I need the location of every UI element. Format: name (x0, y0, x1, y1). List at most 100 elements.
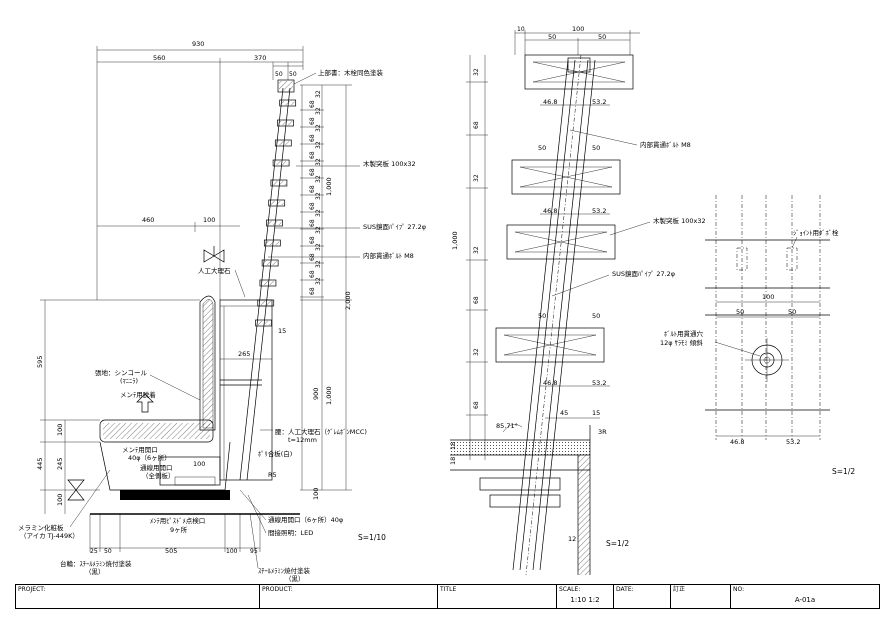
dim-100-r: 100 (312, 488, 320, 500)
dim-505: 505 (165, 547, 177, 555)
no-value: A-01a (794, 596, 816, 604)
mid-top-50b-2: 50 (592, 312, 600, 320)
mid-dim-18a: 18 (449, 457, 457, 465)
title-cell: TITLE (438, 585, 557, 608)
section-tread-3 (506, 224, 616, 260)
bolt-cap (567, 57, 591, 73)
dim-68-1: 68 (309, 100, 316, 108)
dim-460: 460 (142, 216, 154, 224)
project-cell: PROJECT: (16, 585, 260, 608)
ladder-treads (255, 99, 297, 327)
label-inner-bolt: 内部貫通ﾎﾞﾙﾄ M8 (363, 251, 414, 260)
dim-930: 930 (192, 40, 204, 48)
mid-label-12: 12 (568, 535, 576, 543)
tread-hatch-8 (265, 241, 280, 245)
dim-50a: 50 (275, 71, 283, 78)
mid-dim-left-8: 68 (473, 401, 480, 409)
label-maint-hole-sub: 9ヶ所 (170, 525, 188, 534)
label-steel-sub: （黒） (285, 575, 305, 583)
mid-dim-15: 15 (592, 409, 600, 417)
tread-4 (272, 159, 290, 167)
dim-265: 265 (238, 350, 250, 358)
mid-dim-50b: 50 (598, 33, 606, 41)
mid-dim-left-6: 68 (473, 296, 480, 304)
dim-68-11: 68 (309, 270, 316, 278)
tread-5 (270, 179, 288, 187)
label-fabric-sub: (ﾏﾆﾆﾗ) (120, 377, 138, 385)
mid-dim-53-2-3: 53.2 (592, 379, 606, 387)
revision-label: 訂正 (673, 586, 686, 593)
dim-32-7: 32 (315, 192, 322, 200)
mid-dim-53-2-2: 53.2 (592, 207, 606, 215)
tread-hatch-11 (258, 301, 273, 305)
tread-12 (255, 319, 272, 327)
left-elevation-view: 930 560 370 50 50 上部書：木栓同色塗装 68686868686… (18, 40, 426, 583)
right-dim-50b: 50 (788, 308, 796, 316)
tread-3 (274, 139, 292, 147)
scale-value: 1:10 1:2 (570, 596, 600, 604)
label-base-sub: （黒） (85, 568, 105, 576)
dim-32-3: 32 (315, 124, 322, 132)
dim-68-4: 68 (309, 151, 316, 159)
tread-hatch-3 (276, 141, 291, 145)
label-bolt-hole: ﾎﾞﾙﾄ用貫通穴 (664, 329, 704, 338)
product-label: PRODUCT: (262, 586, 293, 593)
bolt-detail-view: ｼﾞｮｲﾝﾄ用ﾀﾞﾎﾞ栓 100 50 50 ﾎﾞﾙﾄ用貫通穴 12φ ｻﾗﾓﾐ… (660, 195, 855, 476)
label-wall-sub: t=12mm (288, 436, 317, 444)
mid-dim-50a: 50 (548, 33, 556, 41)
scale-cell: SCALE: 1:10 1:2 (557, 585, 614, 608)
dim-95: 95 (250, 548, 258, 555)
mid-top-50a-1: 50 (538, 144, 546, 152)
dim-68-6: 68 (309, 185, 316, 193)
mid-top-50b-1: 50 (592, 144, 600, 152)
label-vent-opening: 通線用開口 (140, 463, 173, 472)
tread-hatch-2 (278, 121, 293, 125)
mid-label-wood-tread: 木製突板 100x32 (653, 216, 706, 225)
right-dim-100: 100 (762, 293, 774, 301)
tread-8 (263, 239, 281, 247)
dim-68-12: 68 (309, 287, 316, 295)
dim-445: 445 (36, 458, 44, 470)
scale-left: S=1/10 (358, 533, 386, 542)
project-label: PROJECT: (18, 586, 46, 593)
label-joint-bolt: ｼﾞｮｲﾝﾄ用ﾀﾞﾎﾞ栓 (793, 228, 839, 237)
mid-dim-1000: 1,000 (451, 231, 459, 250)
product-cell: PRODUCT: (260, 585, 438, 608)
dim-595: 595 (36, 356, 44, 368)
right-dim-53-2: 53.2 (786, 438, 800, 446)
dim-32-5: 32 (315, 158, 322, 166)
label-maint-hole: ﾒﾝﾃ用ﾋﾟｽﾄﾞﾒ点検口 (150, 516, 205, 525)
mid-label-inner-bolt: 内部貫通ﾎﾞﾙﾄ M8 (640, 140, 691, 149)
dim-560: 560 (153, 54, 165, 62)
number-cell: NO: A-01a (731, 585, 879, 608)
dim-68-5: 68 (309, 168, 316, 176)
mid-dim-53-2-1: 53.2 (592, 98, 606, 106)
label-bolt-hole-sub: 12φ ｻﾗﾓﾐ 傾斜 (660, 338, 703, 347)
mid-dim-45: 45 (560, 409, 568, 417)
mid-label-angle: 85.71° (496, 422, 518, 430)
dim-100-bottom: 100 (226, 548, 238, 555)
tread-hatch-7 (267, 221, 282, 225)
right-dim-46-8: 46.8 (730, 438, 744, 446)
scale-label: SCALE: (559, 586, 581, 593)
tread-9 (261, 259, 279, 267)
label-side-board: ﾎﾟﾘ合板(白) (258, 449, 292, 458)
label-steel: ｽﾁｰﾙﾒﾗﾐﾝ焼付塗装 (258, 566, 311, 575)
mid-dim-46-8-3: 46.8 (543, 379, 557, 387)
dim-32-11: 32 (315, 260, 322, 268)
dim-32-6: 32 (315, 175, 322, 183)
dim-1000-top: 1,000 (325, 177, 333, 196)
label-top-rail: 上部書：木栓同色塗装 (318, 68, 384, 77)
tread-7 (266, 219, 283, 227)
label-fabric: 張地：シンコール (95, 368, 148, 377)
dim-2000: 2,000 (344, 291, 352, 310)
tread-2 (277, 119, 294, 127)
dim-100-left2: 100 (56, 494, 64, 506)
scale-right: S=1/2 (832, 467, 855, 476)
label-melamine-sub: （アイカ TJ-449K） (20, 532, 79, 540)
dim-370: 370 (254, 54, 266, 62)
mid-dim-18b: 18 (449, 442, 457, 450)
